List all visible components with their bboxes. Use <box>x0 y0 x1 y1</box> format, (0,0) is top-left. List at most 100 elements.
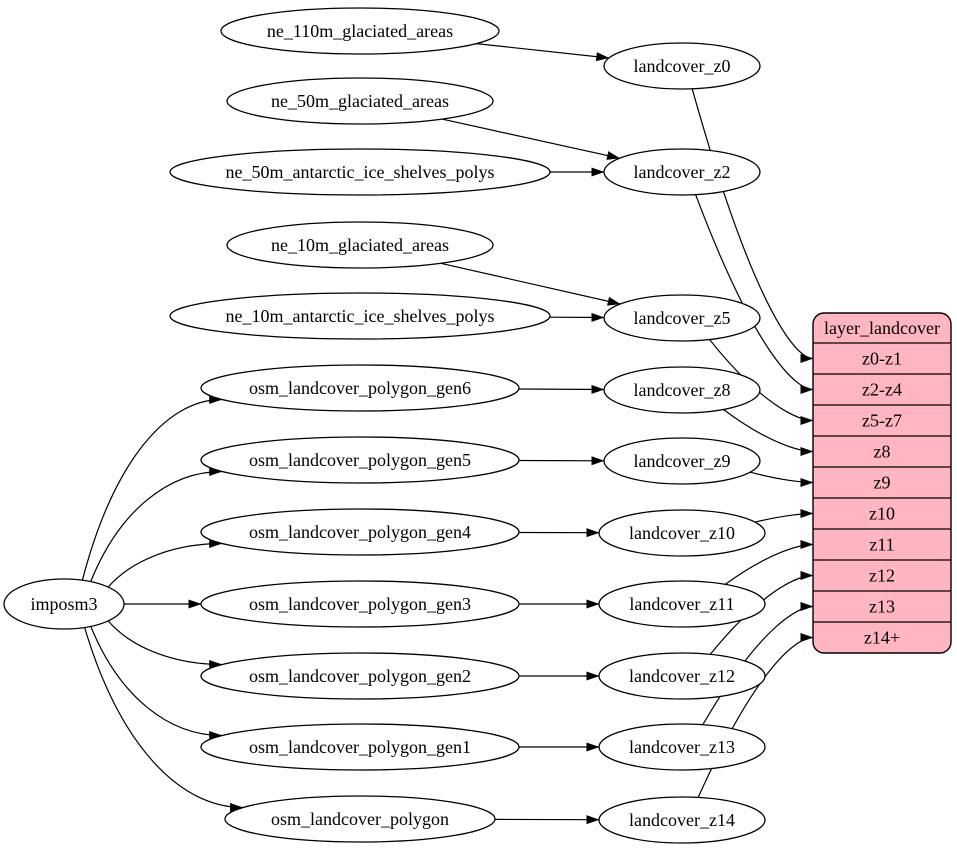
node-label: osm_landcover_polygon <box>271 809 449 829</box>
node-ellipse <box>603 366 761 414</box>
table-row-label: z2-z4 <box>862 380 902 400</box>
node-ne_50m_antarctic_ice_shelves_polys: ne_50m_antarctic_ice_shelves_polys <box>169 148 551 196</box>
edge-imposm3-to-osm_landcover_polygon_gen1 <box>90 626 223 740</box>
table-row-label: z5-z7 <box>862 411 902 431</box>
edge-landcover_z11-to-row-z11 <box>724 540 814 585</box>
node-label: ne_10m_antarctic_ice_shelves_polys <box>226 306 495 326</box>
node-landcover_z9: landcover_z9 <box>603 437 761 485</box>
nodes-layer: imposm3ne_110m_glaciated_areasne_50m_gla… <box>3 7 766 844</box>
edge-landcover_z5-to-row-z5-z7 <box>709 339 814 425</box>
edge-imposm3-to-osm_landcover_polygon_gen4 <box>107 539 223 588</box>
table-row: z14+ <box>813 621 951 648</box>
node-landcover_z12: landcover_z12 <box>598 652 766 700</box>
node-label: ne_110m_glaciated_areas <box>267 21 453 41</box>
edge-landcover_z8-to-row-z8 <box>723 409 814 456</box>
node-label: landcover_z2 <box>634 162 731 182</box>
node-label: landcover_z0 <box>634 56 731 76</box>
table-row-label: z9 <box>874 473 891 493</box>
table-title: layer_landcover <box>824 318 940 338</box>
node-label: landcover_z11 <box>629 594 734 614</box>
table-row: z9 <box>813 466 951 493</box>
node-ne_10m_glaciated_areas: ne_10m_glaciated_areas <box>226 221 494 269</box>
node-ellipse <box>3 578 125 630</box>
node-landcover_z13: landcover_z13 <box>598 723 766 771</box>
node-ellipse <box>598 652 766 700</box>
node-ellipse <box>603 437 761 485</box>
node-label: imposm3 <box>30 594 97 614</box>
node-layer-landcover-table: layer_landcover z0-z1 z2-z4 z5-z7 z8 z9 z10 z11… <box>812 312 952 654</box>
edge-imposm3-to-osm_landcover_polygon_gen5 <box>90 467 223 582</box>
table-row-label: z0-z1 <box>862 349 902 369</box>
table-row: z13 <box>813 590 951 617</box>
edge-landcover_z10-to-row-z10 <box>754 509 814 523</box>
table-row: z2-z4 <box>813 373 951 400</box>
table-row: z11 <box>813 528 951 555</box>
node-label: landcover_z9 <box>634 451 731 471</box>
node-ellipse <box>598 580 766 628</box>
node-osm_landcover_polygon_gen1: osm_landcover_polygon_gen1 <box>200 723 520 771</box>
edge-osm_landcover_polygon_gen6-to-landcover_z8 <box>518 384 605 394</box>
table-row-label: z13 <box>869 597 895 617</box>
node-osm_landcover_polygon_gen6: osm_landcover_polygon_gen6 <box>200 364 520 412</box>
node-ellipse <box>603 294 761 342</box>
edge-ne_10m_glaciated_areas-to-landcover_z5 <box>440 262 621 306</box>
edge-imposm3-to-osm_landcover_polygon_gen2 <box>107 620 223 669</box>
node-label: landcover_z12 <box>629 666 735 686</box>
edge-ne_50m_glaciated_areas-to-landcover_z2 <box>441 118 620 160</box>
node-ellipse <box>220 7 500 55</box>
table-row: z10 <box>813 497 951 524</box>
node-label: ne_50m_antarctic_ice_shelves_polys <box>226 162 495 182</box>
node-ellipse <box>200 652 520 700</box>
node-ellipse <box>169 292 551 340</box>
table-row: z12 <box>813 559 951 586</box>
node-osm_landcover_polygon_gen3: osm_landcover_polygon_gen3 <box>200 580 520 628</box>
node-ellipse <box>603 148 761 196</box>
node-ellipse <box>169 148 551 196</box>
node-label: osm_landcover_polygon_gen6 <box>249 378 471 398</box>
node-ellipse <box>200 364 520 412</box>
table-row: z5-z7 <box>813 404 951 431</box>
node-ellipse <box>598 509 766 557</box>
node-label: landcover_z10 <box>629 523 735 543</box>
node-ellipse <box>200 436 520 484</box>
node-ellipse <box>598 796 766 844</box>
node-ne_110m_glaciated_areas: ne_110m_glaciated_areas <box>220 7 500 55</box>
node-imposm3: imposm3 <box>3 578 125 630</box>
node-label: landcover_z14 <box>629 810 735 830</box>
node-ellipse <box>224 795 496 843</box>
node-ellipse <box>200 723 520 771</box>
table-row: z8 <box>813 435 951 462</box>
node-ellipse <box>200 580 520 628</box>
node-ellipse <box>598 723 766 771</box>
node-ellipse <box>603 42 761 90</box>
table-row-label: z10 <box>869 504 895 524</box>
edge-imposm3-to-osm_landcover_polygon <box>84 627 244 812</box>
node-label: landcover_z5 <box>634 308 731 328</box>
table-outline <box>812 312 952 654</box>
edge-landcover_z2-to-row-z2-z4 <box>695 194 814 394</box>
node-osm_landcover_polygon: osm_landcover_polygon <box>224 795 496 843</box>
node-osm_landcover_polygon_gen5: osm_landcover_polygon_gen5 <box>200 436 520 484</box>
table-layer: layer_landcover z0-z1 z2-z4 z5-z7 z8 z9 z10 z11… <box>812 312 952 654</box>
node-osm_landcover_polygon_gen4: osm_landcover_polygon_gen4 <box>200 508 520 556</box>
node-ne_10m_antarctic_ice_shelves_polys: ne_10m_antarctic_ice_shelves_polys <box>169 292 551 340</box>
node-landcover_z8: landcover_z8 <box>603 366 761 414</box>
node-ellipse <box>226 77 494 125</box>
node-label: landcover_z13 <box>629 737 735 757</box>
node-ellipse <box>200 508 520 556</box>
node-label: ne_10m_glaciated_areas <box>271 235 449 255</box>
table-row-label: z11 <box>869 535 894 555</box>
node-label: osm_landcover_polygon_gen1 <box>249 737 471 757</box>
table-row-label: z8 <box>874 442 891 462</box>
node-landcover_z11: landcover_z11 <box>598 580 766 628</box>
node-label: osm_landcover_polygon_gen2 <box>249 666 471 686</box>
table-row-label: z14+ <box>864 628 900 648</box>
node-label: osm_landcover_polygon_gen3 <box>249 594 471 614</box>
node-landcover_z5: landcover_z5 <box>603 294 761 342</box>
table-row: z0-z1 <box>813 342 951 369</box>
table-row-label: z12 <box>869 566 895 586</box>
node-label: landcover_z8 <box>634 380 731 400</box>
node-ellipse <box>226 221 494 269</box>
node-label: osm_landcover_polygon_gen4 <box>249 522 471 542</box>
